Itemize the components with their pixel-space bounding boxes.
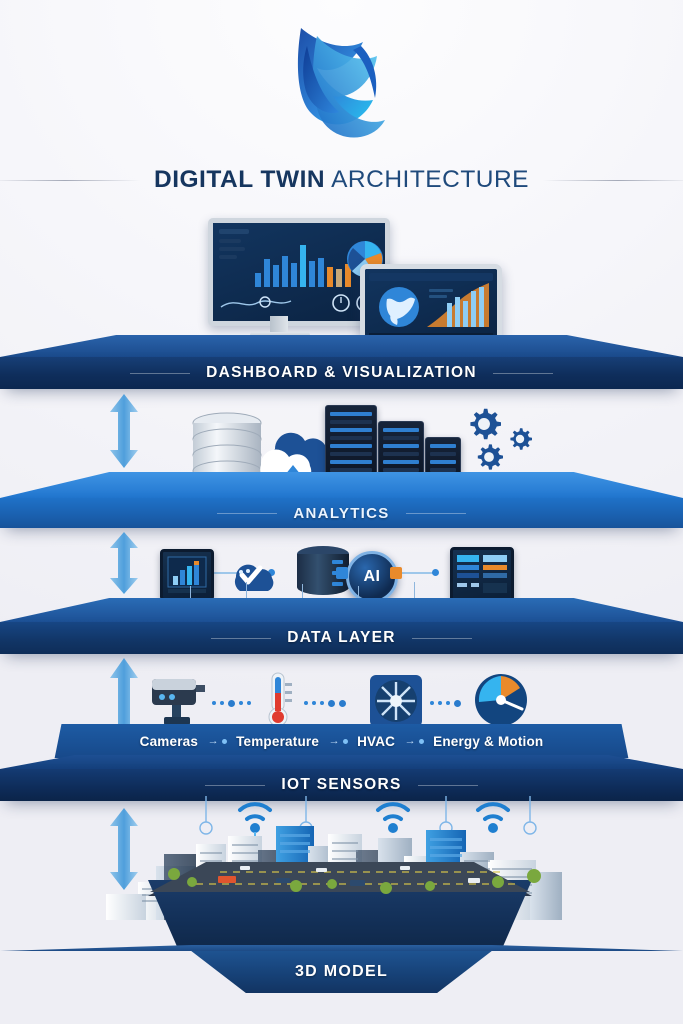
slab-top-face [0, 945, 683, 951]
arrow-iot-3dmodel [107, 806, 141, 892]
ai-right-chip [390, 567, 402, 579]
iot-label-cameras: Cameras [139, 733, 199, 749]
iot-label-energy-motion: Energy & Motion [433, 733, 544, 749]
arrow-data-iot [107, 656, 141, 752]
title-rule-right [543, 179, 683, 181]
iot-label-temperature: Temperature [236, 733, 320, 749]
iot-sensor-icons [140, 665, 560, 755]
slab-top-face [0, 598, 683, 622]
isometric-city-model [60, 796, 623, 956]
gear-icon [470, 408, 501, 440]
iot-separator: → [397, 735, 431, 747]
layer-label-analytics: ANALYTICS [293, 504, 390, 522]
ai-left-chip [336, 567, 348, 579]
layer-label-dashboard: DASHBOARD & VISUALIZATION [206, 364, 477, 381]
arrow-dashboard-analytics [107, 392, 141, 470]
tablet-dashboard-chart [369, 273, 493, 342]
label-hairline-right [411, 637, 472, 639]
city-ground-detail [150, 862, 541, 894]
data-layer-icons: AI [150, 545, 540, 603]
gear-icon [477, 444, 503, 470]
iot-label-hvac: HVAC [357, 733, 396, 749]
cloud-check-icon [234, 564, 274, 591]
bar-chart-panel-icon [160, 549, 214, 601]
hvac-fan-icon [370, 675, 422, 727]
layer-label-iot: IOT SENSORS [281, 776, 402, 793]
arrow-analytics-data [107, 530, 141, 596]
gauge-meter-icon [475, 674, 527, 726]
label-hairline-right [417, 784, 478, 786]
label-hairline-right [405, 512, 466, 514]
wifi-pin-row [199, 796, 537, 844]
label-hairline-left [130, 372, 191, 374]
security-camera-icon [152, 679, 205, 725]
label-hairline-left [217, 512, 278, 514]
page-title: DIGITAL TWIN ARCHITECTURE [154, 165, 530, 193]
dashboard-devices [200, 218, 502, 350]
digital-twin-swoosh-logo [297, 28, 385, 138]
brand-logo [0, 12, 683, 152]
slab-front-face: DASHBOARD & VISUALIZATION [0, 357, 683, 389]
gear-icon [510, 428, 532, 450]
layer-iot-sensors[interactable]: IOT SENSORS [0, 755, 683, 805]
label-hairline-left [205, 784, 266, 786]
iot-separator: → [200, 735, 234, 747]
layer-analytics[interactable]: ANALYTICS [0, 472, 683, 528]
slab-front-face: IOT SENSORS [0, 769, 683, 801]
iot-separator: → [321, 735, 355, 747]
page-title-row: DIGITAL TWIN ARCHITECTURE [0, 160, 683, 200]
slab-front-face: ANALYTICS [0, 498, 683, 528]
page-title-bold: DIGITAL TWIN [154, 165, 326, 193]
layer-data[interactable]: DATA LAYER [0, 598, 683, 654]
monitor-stand [270, 316, 288, 334]
slab-top-face [0, 755, 683, 769]
title-rule-left [0, 179, 140, 181]
slab-front-face: 3D MODEL [191, 951, 492, 993]
label-hairline-left [211, 637, 272, 639]
slab-front-face: DATA LAYER [0, 622, 683, 654]
server-rack-icon [325, 405, 377, 481]
layer-dashboard-visualization[interactable]: DASHBOARD & VISUALIZATION [0, 335, 683, 389]
slab-top-face [0, 335, 683, 357]
thermometer-icon [268, 672, 292, 727]
layer-label-data: DATA LAYER [287, 629, 396, 646]
label-hairline-right [492, 372, 553, 374]
layer-3d-model[interactable]: 3D MODEL [0, 945, 683, 997]
dashboard-panel-icon [450, 547, 514, 603]
layer-label-3d-model: 3D MODEL [294, 963, 389, 980]
iot-sensor-label-band: Cameras → Temperature → HVAC → Energy & … [0, 724, 683, 758]
page-title-light: ARCHITECTURE [331, 165, 530, 193]
slab-top-face [0, 472, 683, 498]
